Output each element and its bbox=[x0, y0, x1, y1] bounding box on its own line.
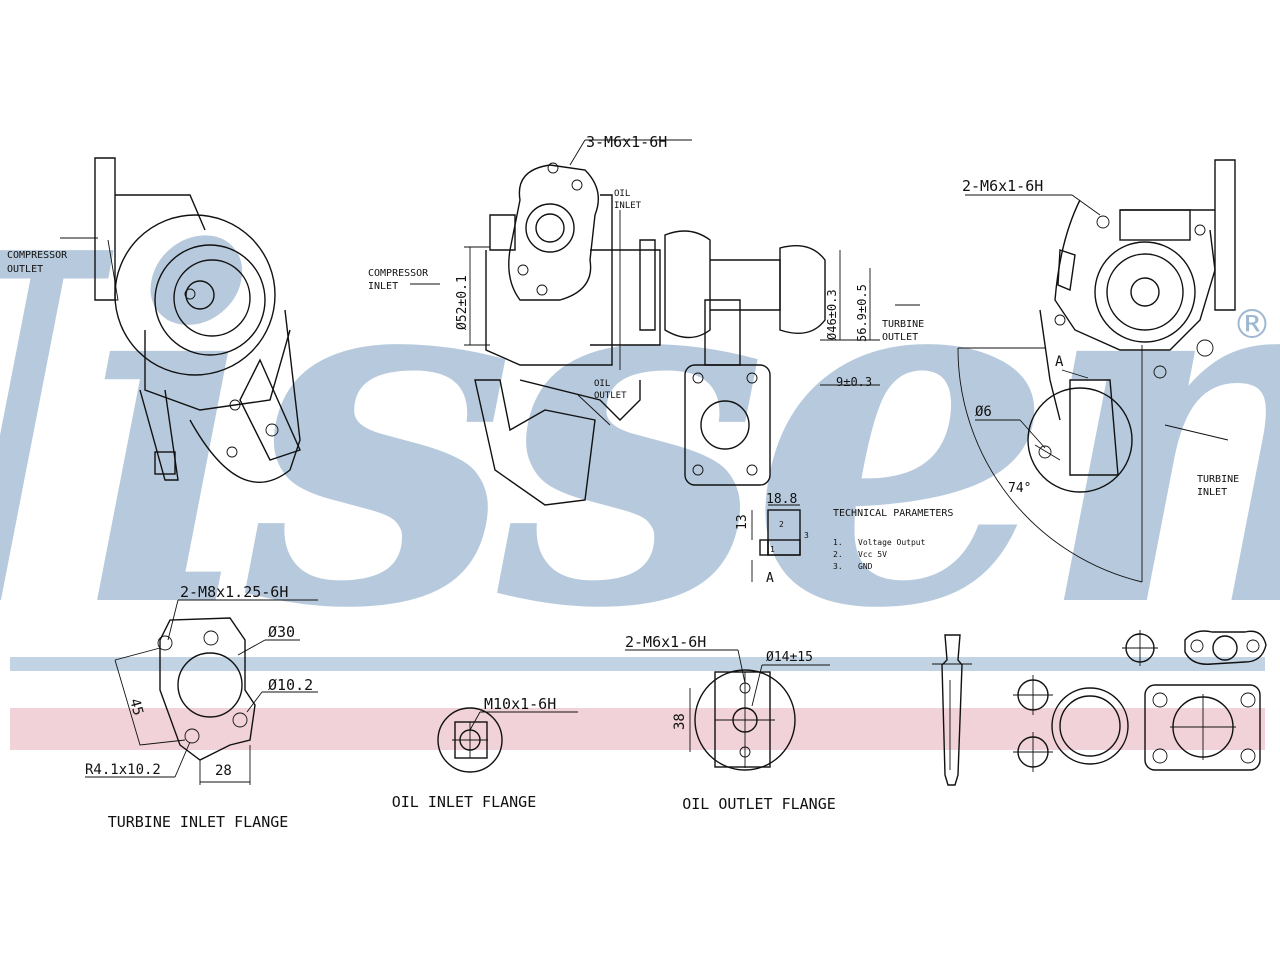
connector-pin-3: 3 bbox=[804, 531, 809, 540]
blue-band bbox=[10, 657, 1265, 671]
tif-dim-r: R4.1x10.2 bbox=[85, 762, 161, 778]
turbine-outlet-label-1: TURBINE bbox=[882, 319, 924, 330]
oil-outlet-label-2: OUTLET bbox=[594, 391, 627, 401]
compressor-inlet-label-1: COMPRESSOR bbox=[368, 268, 429, 279]
oil-outlet-flange: 2-M6x1-6H Ø14±15 38 OIL OUTLET FLANGE bbox=[625, 633, 836, 813]
side-view: 3-M6x1-6H COMPRESSOR INLET Ø52±0.1 OIL I… bbox=[368, 133, 924, 506]
tif-dim-30: Ø30 bbox=[268, 623, 295, 641]
dim-52: Ø52±0.1 bbox=[455, 275, 470, 330]
tif-title: TURBINE INLET FLANGE bbox=[108, 813, 289, 831]
oil-inlet-label-1: OIL bbox=[614, 189, 630, 199]
tif-dim-45: 45 bbox=[126, 697, 146, 717]
dim-56: 56.9±0.5 bbox=[855, 284, 869, 342]
turbine-inlet-label-2: INLET bbox=[1197, 487, 1227, 498]
oil-inlet-label-2: INLET bbox=[614, 201, 642, 211]
turbine-inlet-flange: 2-M8x1.25-6H Ø30 Ø10.2 45 R4.1x10.2 28 T… bbox=[85, 583, 318, 831]
connector-pin-2: 2 bbox=[779, 520, 784, 529]
tech-param-1-text: Voltage Output bbox=[858, 538, 926, 547]
turbine-outlet-label-2: OUTLET bbox=[882, 332, 918, 343]
compressor-end-view: COMPRESSOR OUTLET bbox=[7, 157, 301, 484]
registered-mark: ® bbox=[1232, 302, 1272, 348]
point-a: A bbox=[1055, 354, 1064, 370]
tech-param-3-text: GND bbox=[858, 562, 873, 571]
dim-9: 9±0.3 bbox=[836, 375, 872, 389]
angle-74: 74° bbox=[1008, 481, 1031, 496]
tif-dim-10: Ø10.2 bbox=[268, 676, 313, 694]
oof-thread: 2-M6x1-6H bbox=[625, 633, 706, 651]
oof-dim-14: Ø14±15 bbox=[766, 650, 813, 665]
tif-thread: 2-M8x1.25-6H bbox=[180, 583, 288, 601]
tech-params-title: TECHNICAL PARAMETERS bbox=[833, 508, 953, 519]
tech-param-1-num: 1. bbox=[833, 538, 843, 547]
oil-inlet-flange: M10x1-6H OIL INLET FLANGE bbox=[392, 695, 578, 811]
tech-param-2-text: Vcc 5V bbox=[858, 550, 887, 559]
dim-6: Ø6 bbox=[975, 404, 992, 420]
oil-outlet-label-1: OIL bbox=[594, 379, 610, 389]
connector-detail: 18.8 13 A 1 2 3 TECHNICAL PARAMETERS 1. … bbox=[735, 492, 953, 586]
tif-dim-28: 28 bbox=[215, 763, 232, 779]
oif-thread: M10x1-6H bbox=[484, 695, 556, 713]
dim-46: Ø46±0.3 bbox=[825, 289, 839, 340]
turbine-end-view: 2-M6x1-6H A Ø6 74° TURBINE INLET bbox=[957, 159, 1239, 583]
thread-3-m6: 3-M6x1-6H bbox=[586, 133, 667, 151]
tech-param-2-num: 2. bbox=[833, 550, 843, 559]
gasket-set bbox=[932, 630, 1267, 786]
turbine-inlet-label-1: TURBINE bbox=[1197, 474, 1239, 485]
oif-title: OIL INLET FLANGE bbox=[392, 793, 537, 811]
compressor-outlet-label-1: COMPRESSOR bbox=[7, 250, 68, 261]
oof-title: OIL OUTLET FLANGE bbox=[682, 795, 836, 813]
oof-dim-38: 38 bbox=[672, 713, 688, 730]
compressor-inlet-label-2: INLET bbox=[368, 281, 398, 292]
connector-pin-1: 1 bbox=[770, 545, 775, 554]
connector-width: 18.8 bbox=[766, 492, 797, 507]
thread-2-m6-turbine: 2-M6x1-6H bbox=[962, 177, 1043, 195]
brand-watermark: Nissens bbox=[0, 150, 1280, 714]
tech-param-3-num: 3. bbox=[833, 562, 843, 571]
compressor-outlet-label-2: OUTLET bbox=[7, 264, 43, 275]
connector-pin-label: A bbox=[766, 571, 774, 586]
connector-height: 13 bbox=[735, 514, 750, 530]
